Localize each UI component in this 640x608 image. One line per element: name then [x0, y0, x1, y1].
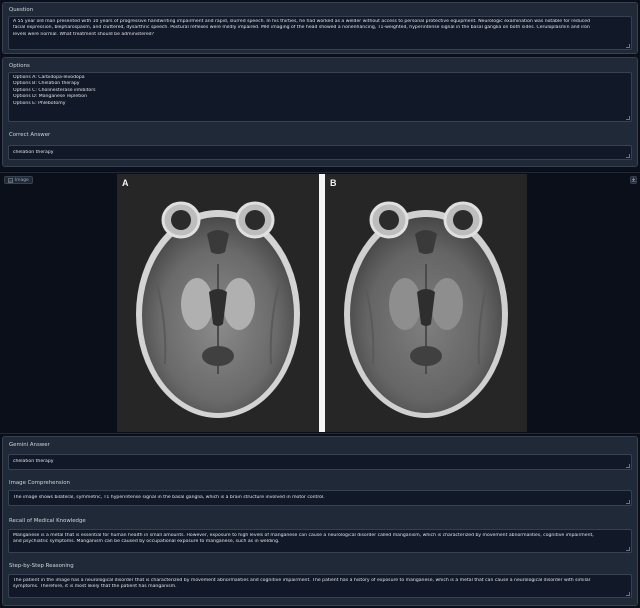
option-item: Options D: Manganese repletion — [13, 94, 88, 100]
reasoning-textbox[interactable]: The patient in the image has a neurologi… — [8, 574, 632, 598]
results-block: Gemini Answer chelation therapy Image Co… — [2, 436, 638, 606]
option-item: Options A: Carbidopa-levodopa — [13, 75, 85, 80]
reasoning-line: The patient in the image has a neurologi… — [13, 578, 591, 583]
image-comprehension-textbox[interactable]: The image shows bilateral, symmetric, T1… — [8, 490, 632, 506]
correct-answer-label: Correct Answer — [9, 132, 51, 138]
reasoning-label: Step-by-Step Reasoning — [9, 563, 74, 569]
resize-handle-icon[interactable] — [626, 500, 630, 504]
question-label: Question — [9, 7, 34, 13]
resize-handle-icon[interactable] — [626, 154, 630, 158]
recall-line: and psychiatric symptoms. Manganism can … — [13, 539, 280, 545]
correct-answer-textbox[interactable]: chelation therapy — [8, 145, 632, 160]
question-block: Question A 55 year old man presented wit… — [2, 2, 638, 54]
image-comprehension-value: The image shows bilateral, symmetric, T1… — [13, 495, 325, 500]
gemini-answer-label: Gemini Answer — [9, 442, 50, 448]
panel-a-label: A — [122, 178, 129, 188]
resize-handle-icon[interactable] — [626, 44, 630, 48]
option-item: Options E: Phlebotomy — [13, 100, 66, 106]
image-icon — [8, 177, 13, 183]
question-line: A 55 year old man presented with 10 year… — [13, 19, 590, 24]
options-label: Options — [9, 63, 30, 69]
correct-answer-value: chelation therapy — [13, 150, 54, 155]
recall-textbox[interactable]: Manganese is a metal that is essential f… — [8, 529, 632, 553]
panel-divider — [319, 174, 325, 432]
reasoning-line: symptoms. Therefore, it is most likely t… — [13, 584, 177, 590]
download-icon — [631, 177, 636, 182]
resize-handle-icon[interactable] — [626, 592, 630, 596]
brain-mri-image — [344, 201, 508, 418]
download-button[interactable] — [630, 176, 637, 184]
question-textbox[interactable]: A 55 year old man presented with 10 year… — [8, 16, 632, 50]
brain-mri-image — [136, 201, 300, 418]
mri-panel-a: A — [117, 174, 319, 432]
image-tag-label: Image — [15, 177, 29, 183]
recall-line: Manganese is a metal that is essential f… — [13, 533, 594, 538]
options-block: Options Options A: Carbidopa-levodopa Op… — [2, 57, 638, 167]
resize-handle-icon[interactable] — [626, 547, 630, 551]
mri-panel-b: B — [325, 174, 527, 432]
options-textbox[interactable]: Options A: Carbidopa-levodopa Options B:… — [8, 72, 632, 122]
image-comprehension-label: Image Comprehension — [9, 480, 70, 486]
gemini-answer-value: chelation therapy — [13, 459, 54, 464]
resize-handle-icon[interactable] — [626, 464, 630, 468]
gemini-answer-textbox[interactable]: chelation therapy — [8, 454, 632, 470]
resize-handle-icon[interactable] — [626, 116, 630, 120]
recall-label: Recall of Medical Knowledge — [9, 518, 86, 524]
image-tag: Image — [4, 176, 33, 184]
panel-b-label: B — [330, 178, 337, 188]
mri-figure: A B — [117, 174, 527, 432]
question-line: facial expression, blepharospasm, and cl… — [13, 25, 590, 31]
option-item: Options B: Chelation therapy — [13, 81, 80, 87]
option-item: Options C: Cholinesterase inhibitors — [13, 87, 96, 93]
question-line: levels were normal. What treatment shoul… — [13, 31, 155, 37]
